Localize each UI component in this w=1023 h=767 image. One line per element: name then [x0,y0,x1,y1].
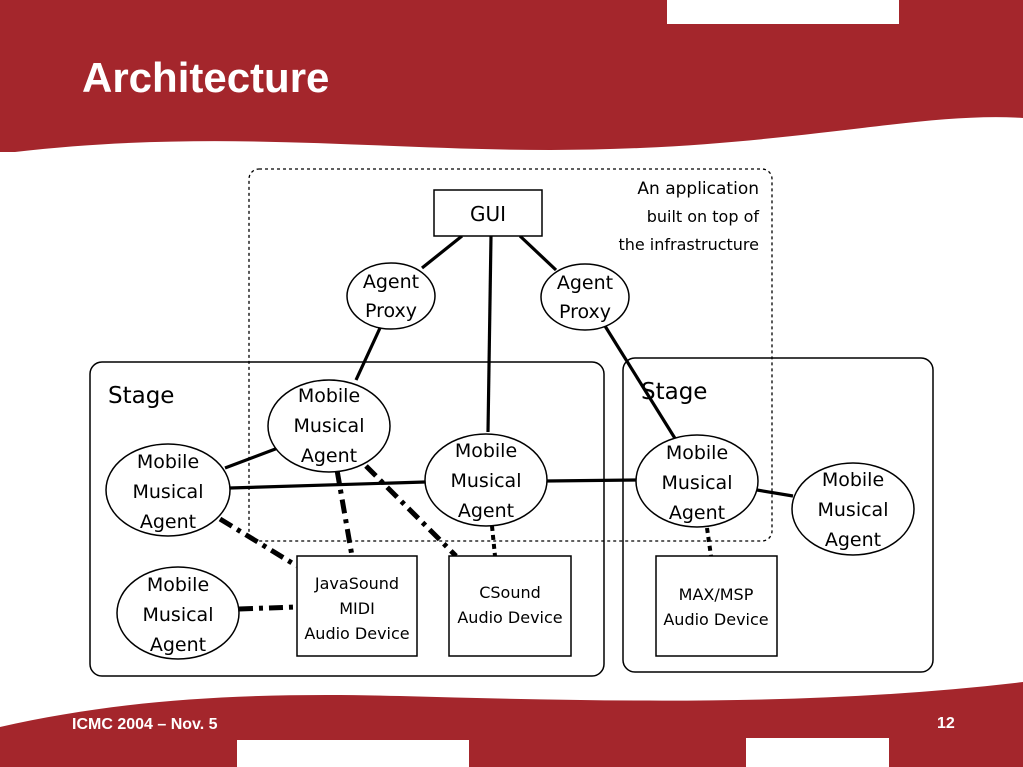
gui-box [433,189,543,237]
agent-top-left-line2: Musical [294,415,365,437]
agent-far-right-line2: Musical [818,499,889,521]
agent-top-left-line1: Mobile [298,385,360,407]
audio-link-left-javasound [218,516,299,569]
proxy-right-line2: Proxy [559,301,611,323]
header-background [0,0,1023,152]
agent-bottom-left-line1: Mobile [147,574,209,596]
audio-link-top-javasound [334,469,355,557]
agent-center: Mobile Musical Agent [424,433,548,527]
gui-label: GUI [470,202,506,226]
agent-far-right-line1: Mobile [822,469,884,491]
header-tab-notch [667,0,899,24]
agent-bottom-left-line2: Musical [143,604,214,626]
application-note-line3: the infrastructure [618,235,759,254]
footer-label: ICMC 2004 – Nov. 5 [72,716,218,733]
architecture-diagram: GUI Agent Proxy Agent Proxy An applicati… [89,168,934,677]
device-javasound-line2: MIDI [339,599,375,618]
proxy-left-shape [346,262,436,330]
stage-label-right: Stage [641,379,707,405]
link-proxy-right-agent [603,325,678,441]
link-agent-left-center [229,480,426,490]
footer-notch-left [237,740,469,767]
footer-notch-right [746,738,889,767]
agent-far-right: Mobile Musical Agent [791,462,915,556]
device-csound-line1: CSound [479,583,541,602]
agent-center-line2: Musical [451,470,522,492]
device-javasound-box [296,555,418,657]
application-boundary [248,168,773,542]
page-number: 12 [937,715,955,732]
link-gui-proxy-right [518,234,558,272]
device-csound-box [448,555,572,657]
agent-right: Mobile Musical Agent [635,434,759,528]
link-proxy-left-agent [354,327,382,381]
agent-right-line1: Mobile [666,442,728,464]
link-right-far [756,488,794,498]
link-gui-proxy-left [421,234,463,270]
agent-top-left-shape [267,379,391,473]
device-maxmsp-line1: MAX/MSP [679,585,754,604]
device-javasound-line3: Audio Device [304,624,409,643]
header-band: Architecture [0,0,1023,152]
agent-left-line3: Agent [140,511,196,533]
device-csound-line2: Audio Device [457,608,562,627]
device-maxmsp-box [655,555,778,657]
agent-right-line3: Agent [669,502,725,524]
agent-proxy-right: Agent Proxy [540,263,630,331]
proxy-left-line2: Proxy [365,300,417,322]
agent-left-line2: Musical [133,481,204,503]
device-csound: CSound Audio Device [448,555,572,657]
agent-left: Mobile Musical Agent [105,443,231,537]
link-agent-left-top [224,446,279,470]
application-note-line1: An application [637,179,759,199]
stage-box-left [89,361,605,677]
agent-right-line2: Musical [662,472,733,494]
agent-far-right-line3: Agent [825,529,881,551]
proxy-left-line1: Agent [363,271,419,293]
agent-bottom-left-line3: Agent [150,634,206,656]
slide-title: Architecture [82,54,329,101]
link-gui-agent-center [486,235,493,433]
device-maxmsp-line2: Audio Device [663,610,768,629]
agent-far-right-shape [791,462,915,556]
agent-top-left-line3: Agent [301,445,357,467]
agent-top-left: Mobile Musical Agent [267,379,391,473]
audio-link-right-maxmsp [705,527,713,557]
device-maxmsp: MAX/MSP Audio Device [655,555,778,657]
audio-link-top-csound [364,464,458,558]
proxy-right-line1: Agent [557,272,613,294]
agent-left-line1: Mobile [137,451,199,473]
device-javasound: JavaSound MIDI Audio Device [296,555,418,657]
proxy-right-shape [540,263,630,331]
device-javasound-line1: JavaSound [314,574,399,593]
agent-bottom-left: Mobile Musical Agent [116,566,240,660]
link-center-right [545,478,638,483]
agent-left-shape [105,443,231,537]
agent-right-shape [635,434,759,528]
audio-link-lower-javasound [238,604,298,612]
agent-proxy-left: Agent Proxy [346,262,436,330]
agent-center-shape [424,433,548,527]
stage-box-right [622,357,934,673]
agent-center-line1: Mobile [455,440,517,462]
agent-bottom-left-shape [116,566,240,660]
agent-center-line3: Agent [458,500,514,522]
application-note-line2: built on top of [647,207,760,226]
footer-band: ICMC 2004 – Nov. 5 12 [0,682,1023,767]
stage-label-left: Stage [108,383,174,409]
